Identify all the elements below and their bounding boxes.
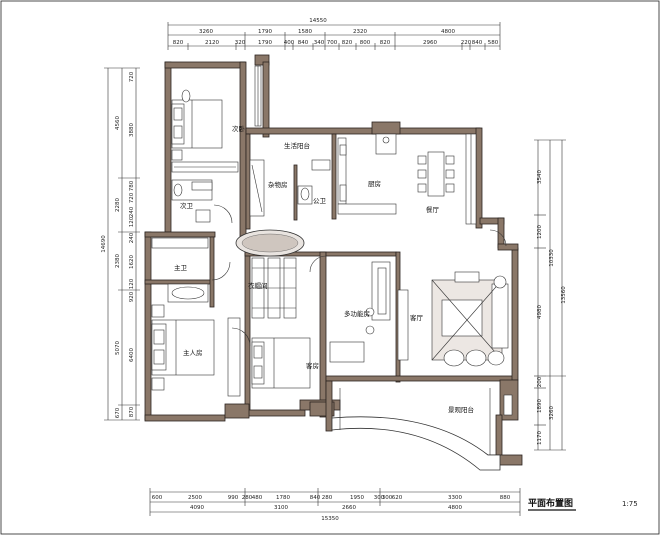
dim-bottom-seg: 4090	[190, 505, 204, 511]
dim-bottom-seg: 2660	[342, 505, 356, 511]
dim-left-detail: 1620	[129, 255, 135, 269]
dim-right-detail: 3540	[537, 170, 543, 184]
room-labels: 次卧 次卫 生活阳台 杂物房 公卫 厨房 餐厅 主卫 衣帽间 多功能房 客厅 主…	[174, 124, 474, 414]
left-dimensions: 14690 4560 2280 2380 5070 670 720 3880 7…	[101, 67, 140, 421]
dim-right-detail: 200	[537, 376, 543, 387]
label-dining: 餐厅	[426, 205, 440, 214]
balcony-curve	[331, 416, 501, 471]
dim-top-detail: 840	[298, 40, 309, 46]
dim-top-detail: 220	[461, 40, 472, 46]
dim-left-seg: 2280	[115, 198, 121, 212]
dim-bottom-detail: 600	[152, 495, 163, 501]
label-public-bath: 公卫	[313, 197, 327, 205]
dim-left-detail: 6400	[129, 348, 135, 362]
label-master-bath: 主卫	[174, 263, 188, 272]
dim-top-detail: 840	[472, 40, 483, 46]
dim-bottom-detail: 620	[392, 495, 403, 501]
dim-bottom-detail: 1780	[276, 495, 290, 501]
dim-bottom-detail: 3300	[448, 495, 462, 501]
label-second-bedroom: 次卧	[232, 124, 246, 133]
walls	[144, 54, 523, 466]
dim-left-seg: 5070	[115, 341, 121, 355]
label-cloakroom: 衣帽间	[248, 281, 268, 290]
dim-top-detail: 820	[342, 40, 353, 46]
top-dimensions: 14550 3260 1790 1580 2320 4800 820 2120 …	[167, 18, 501, 50]
drawing-scale: 1:75	[622, 500, 638, 508]
dim-top-total: 14550	[309, 18, 327, 24]
dim-left-detail: 240	[129, 206, 135, 217]
dim-right-detail: 4980	[537, 305, 543, 319]
dim-right-seg: 3260	[549, 406, 555, 420]
drawing-title: 平面布置图	[528, 497, 573, 509]
dim-left-detail: 120	[129, 278, 135, 289]
dim-bottom-detail: 480	[252, 495, 263, 501]
dim-bottom-detail: 2500	[188, 495, 202, 501]
dim-right-detail: 1170	[537, 431, 543, 445]
label-second-bath: 次卫	[180, 201, 194, 210]
dim-top-detail: 580	[488, 40, 499, 46]
title-block: 平面布置图 1:75	[528, 497, 638, 511]
dim-top-detail: 2960	[423, 40, 437, 46]
dim-left-seg: 4560	[115, 116, 121, 130]
furniture	[151, 89, 509, 397]
dim-top-detail: 1790	[258, 40, 272, 46]
dim-top-detail: 700	[327, 40, 338, 46]
dim-bottom-detail: 880	[500, 495, 511, 501]
dim-bottom-detail: 300	[374, 495, 385, 501]
bottom-dimensions: 600 2500 990 280 480 1780 840 280 1950 3…	[149, 488, 521, 522]
dim-top-detail: 800	[360, 40, 371, 46]
dim-left-seg: 670	[115, 407, 121, 418]
right-dimensions: 3540 1200 4980 200 1890 1170 10330 3260 …	[534, 139, 567, 451]
label-living: 客厅	[410, 313, 424, 322]
dim-bottom-total: 15350	[321, 516, 339, 522]
dim-bottom-detail: 280	[242, 495, 253, 501]
dim-top-detail: 820	[173, 40, 184, 46]
dim-right-seg: 10330	[549, 249, 555, 267]
label-multi-room: 多功能房	[344, 309, 370, 318]
dim-left-detail: 780	[129, 180, 135, 191]
dim-left-detail: 920	[129, 291, 135, 302]
dim-top-detail: 400	[284, 40, 295, 46]
dim-top-seg: 3260	[199, 29, 213, 35]
dim-right-total: 13560	[561, 286, 567, 304]
label-master-bedroom: 主人房	[183, 348, 203, 357]
dim-left-detail: 120	[129, 216, 135, 227]
dim-right-detail: 1200	[537, 225, 543, 239]
dim-top-seg: 4800	[441, 29, 455, 35]
label-view-balcony: 景观阳台	[448, 405, 474, 414]
dim-left-detail: 870	[129, 406, 135, 417]
dim-top-detail: 2120	[205, 40, 219, 46]
label-storage: 杂物房	[268, 180, 288, 189]
dim-left-detail: 3880	[129, 123, 135, 137]
dim-bottom-detail: 1950	[350, 495, 364, 501]
dim-top-seg: 1580	[298, 29, 312, 35]
label-utility-balcony: 生活阳台	[284, 141, 310, 150]
dim-left-detail: 240	[129, 232, 135, 243]
label-guest-room: 客房	[306, 361, 319, 370]
dim-bottom-seg: 3100	[274, 505, 288, 511]
dim-top-detail: 340	[314, 40, 325, 46]
dim-bottom-detail: 990	[228, 495, 239, 501]
dim-bottom-detail: 840	[310, 495, 321, 501]
dim-left-total: 14690	[101, 235, 107, 253]
dim-bottom-detail: 280	[322, 495, 333, 501]
dim-top-seg: 1790	[258, 29, 272, 35]
dim-right-detail: 1890	[537, 399, 543, 413]
label-kitchen: 厨房	[368, 179, 381, 188]
dim-left-seg: 2380	[115, 254, 121, 268]
dim-bottom-detail: 300	[382, 495, 393, 501]
dim-bottom-seg: 4800	[448, 505, 462, 511]
dim-left-detail: 720	[129, 192, 135, 203]
dim-left-detail: 720	[129, 71, 135, 82]
dim-top-seg: 2320	[353, 29, 367, 35]
dim-top-detail: 320	[235, 40, 246, 46]
dim-top-detail: 820	[380, 40, 391, 46]
windows	[254, 65, 513, 416]
